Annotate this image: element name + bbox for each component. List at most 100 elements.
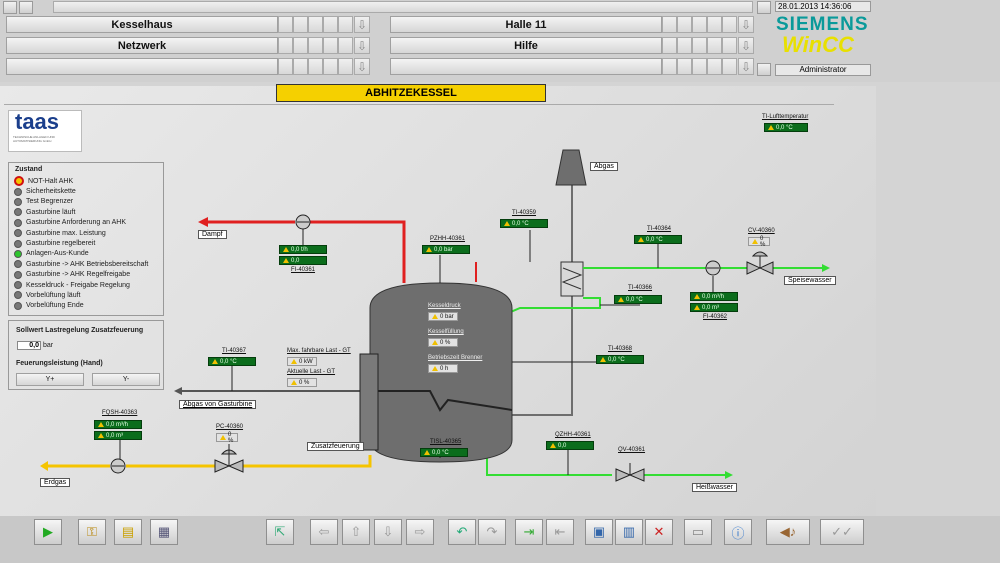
nav-down-icon[interactable]: ⇩ bbox=[738, 16, 754, 33]
open-icon[interactable]: ▣ bbox=[585, 519, 613, 545]
key-icon[interactable]: ⚿ bbox=[78, 519, 106, 545]
nav-slot[interactable] bbox=[338, 16, 353, 33]
user-icon[interactable] bbox=[757, 63, 771, 76]
calendar-icon[interactable] bbox=[757, 1, 771, 14]
nav-down-icon[interactable]: ⇩ bbox=[354, 37, 370, 54]
fqsh-flow[interactable]: 0,0 m³/h bbox=[94, 420, 142, 429]
redo-icon[interactable]: ↷ bbox=[478, 519, 506, 545]
nav-slot[interactable] bbox=[662, 16, 677, 33]
nav-down-icon[interactable]: ⇩ bbox=[354, 58, 370, 75]
hotwater-pipe bbox=[486, 458, 726, 476]
arrow-left-icon[interactable]: ⇦ bbox=[310, 519, 338, 545]
nav-slot[interactable] bbox=[677, 58, 692, 75]
screen-return-icon[interactable]: ⇱ bbox=[266, 519, 294, 545]
import-icon[interactable]: ⇥ bbox=[515, 519, 543, 545]
nav-slot[interactable] bbox=[338, 58, 353, 75]
sound-icon[interactable]: ◀♪ bbox=[766, 519, 810, 545]
nav-slot[interactable] bbox=[662, 37, 677, 54]
wincc-logo: WinCC bbox=[782, 32, 854, 57]
export-icon[interactable]: ⇤ bbox=[546, 519, 574, 545]
max-load-label: Max. fahrbare Last - GT bbox=[287, 348, 351, 354]
report-icon[interactable]: ▦ bbox=[150, 519, 178, 545]
nav-empty-button[interactable] bbox=[6, 58, 278, 75]
nav-slot[interactable] bbox=[722, 37, 737, 54]
nav-slot[interactable] bbox=[308, 58, 323, 75]
nav-slot[interactable] bbox=[692, 37, 707, 54]
exhaust-pipe bbox=[512, 296, 573, 416]
nav-slot[interactable] bbox=[293, 16, 308, 33]
info-icon[interactable]: ⓘ bbox=[724, 519, 752, 545]
fi-40362-flow[interactable]: 0,0 m³/h bbox=[690, 292, 738, 301]
nav-slot[interactable] bbox=[722, 58, 737, 75]
arrow-right-icon[interactable]: ⇨ bbox=[406, 519, 434, 545]
nav-slot[interactable] bbox=[323, 37, 338, 54]
status-row: Vorbelüftung läuft bbox=[14, 290, 148, 300]
nav-slot[interactable] bbox=[323, 58, 338, 75]
nav-down-icon[interactable]: ⇩ bbox=[738, 58, 754, 75]
save-icon[interactable]: ▥ bbox=[615, 519, 643, 545]
nav-slot[interactable] bbox=[707, 16, 722, 33]
arrow-up-icon[interactable]: ⇧ bbox=[342, 519, 370, 545]
nav-slot[interactable] bbox=[293, 58, 308, 75]
nav-kesselhaus-button[interactable]: Kesselhaus bbox=[6, 16, 278, 33]
edit-icon[interactable] bbox=[19, 1, 33, 14]
nav-slot[interactable] bbox=[323, 16, 338, 33]
fqsh-total[interactable]: 0,0 m³ bbox=[94, 431, 142, 440]
nav-hilfe-button[interactable]: Hilfe bbox=[390, 37, 662, 54]
nav-slot[interactable] bbox=[662, 58, 677, 75]
nav-slot[interactable] bbox=[308, 16, 323, 33]
fi-40362-total[interactable]: 0,0 m³ bbox=[690, 303, 738, 312]
fi-40361-flow[interactable]: 0,0 t/h bbox=[279, 245, 327, 254]
logo-subtitle: TECHNISCHE ANLAGEN UND AUTOMATISIERUNG G… bbox=[13, 135, 55, 143]
ti-40364-value[interactable]: 0,0 °C bbox=[634, 235, 682, 244]
status-label: Gasturbine max. Leistung bbox=[26, 229, 106, 237]
status-row: Sicherheitskette bbox=[14, 186, 148, 196]
undo-icon[interactable]: ↶ bbox=[448, 519, 476, 545]
nav-slot[interactable] bbox=[677, 16, 692, 33]
nav-slot[interactable] bbox=[338, 37, 353, 54]
nav-slot[interactable] bbox=[707, 37, 722, 54]
nav-slot[interactable] bbox=[722, 16, 737, 33]
start-icon[interactable]: ▶ bbox=[34, 519, 62, 545]
print-icon[interactable]: ▭ bbox=[684, 519, 712, 545]
pzhh-value[interactable]: 0,0 bar bbox=[422, 245, 470, 254]
nav-down-icon[interactable]: ⇩ bbox=[354, 16, 370, 33]
pzhh-tag: PZHH-40361 bbox=[430, 236, 466, 242]
nav-netzwerk-button[interactable]: Netzwerk bbox=[6, 37, 278, 54]
nav-slot[interactable] bbox=[692, 16, 707, 33]
nav-slot[interactable] bbox=[692, 58, 707, 75]
nav-slot[interactable] bbox=[278, 37, 293, 54]
fi-40361-tag: FI-40361 bbox=[291, 267, 316, 273]
power-increase-button[interactable]: Y+ bbox=[16, 373, 84, 386]
nav-slot[interactable] bbox=[293, 37, 308, 54]
ti-40366-value[interactable]: 0,0 °C bbox=[614, 295, 662, 304]
folder-icon[interactable]: ▤ bbox=[114, 519, 142, 545]
load-setpoint-input[interactable]: 0,0 bbox=[17, 341, 41, 350]
screen-title: ABHITZEKESSEL bbox=[276, 84, 546, 102]
fi-40361-total[interactable]: 0,0 bbox=[279, 256, 327, 265]
ti-40368-value[interactable]: 0,0 °C bbox=[596, 355, 644, 364]
nav-slot[interactable] bbox=[278, 58, 293, 75]
nav-slot[interactable] bbox=[677, 37, 692, 54]
nav-halle-button[interactable]: Halle 11 bbox=[390, 16, 662, 33]
ti-40359-value[interactable]: 0,0 °C bbox=[500, 219, 548, 228]
message-line[interactable] bbox=[53, 1, 753, 13]
nav-slot[interactable] bbox=[308, 37, 323, 54]
nav-empty-button[interactable] bbox=[390, 58, 662, 75]
nav-slot[interactable] bbox=[278, 16, 293, 33]
arrow-down-icon[interactable]: ⇩ bbox=[374, 519, 402, 545]
pc-value[interactable]: 0 % bbox=[216, 432, 238, 444]
qzhh-value[interactable]: 0,0 bbox=[546, 441, 594, 450]
delete-icon[interactable]: ✕ bbox=[645, 519, 673, 545]
ti-40367-value[interactable]: 0,0 °C bbox=[208, 357, 256, 366]
nav-slot[interactable] bbox=[707, 58, 722, 75]
status-label: Vorbelüftung Ende bbox=[26, 302, 84, 310]
power-decrease-button[interactable]: Y- bbox=[92, 373, 160, 386]
confirm-icon[interactable]: ✓✓ bbox=[820, 519, 864, 545]
cv-40360-value[interactable]: 0 % bbox=[748, 236, 770, 248]
system-icon[interactable] bbox=[3, 1, 17, 14]
air-temp-value[interactable]: 0,0 °C bbox=[764, 123, 808, 132]
tisl-value[interactable]: 0,0 °C bbox=[420, 448, 468, 457]
gt-exhaust-label: Abgas von Gasturbine bbox=[179, 400, 257, 409]
nav-down-icon[interactable]: ⇩ bbox=[738, 37, 754, 54]
